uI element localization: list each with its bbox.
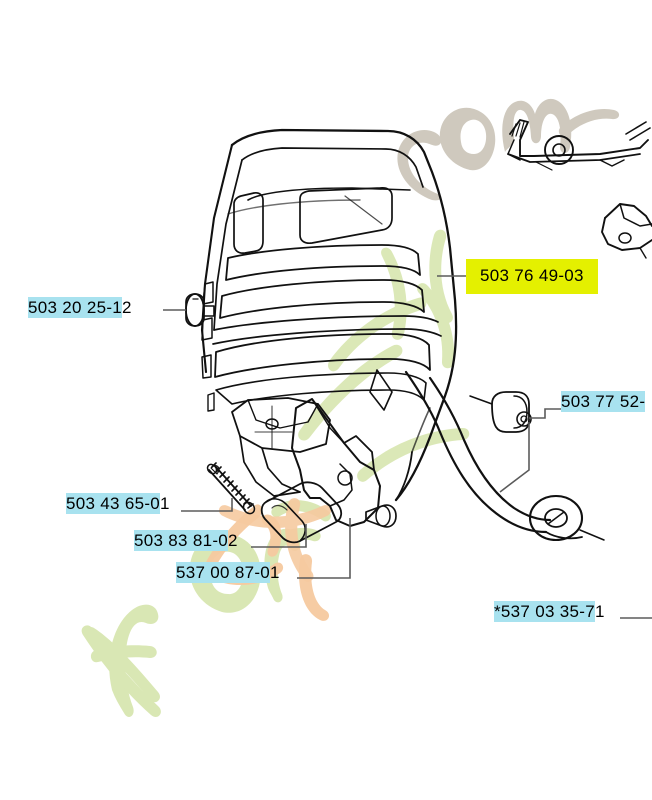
leader-503-77-52 — [529, 408, 561, 419]
part-number-503-76-49-03: 503 76 49-03 — [480, 266, 584, 285]
pin-sleeve-part — [260, 481, 343, 544]
part-label-503-77-52[interactable]: 503 77 52- — [561, 391, 646, 412]
part-number-537-03-35-71: *537 03 35-7 — [494, 601, 595, 622]
part-number-537-00-87-01: 537 00 87-0 — [176, 562, 271, 583]
leader-503-43-65-01 — [181, 498, 233, 512]
leaf-spring-part — [507, 119, 651, 171]
leader-bushing-to-arm — [499, 422, 530, 493]
part-label-537-03-35-71[interactable]: *537 03 35-71 — [494, 601, 605, 622]
leader-537-00-87-01 — [297, 518, 351, 579]
part-number-tail-537-00-87-01: 1 — [270, 563, 280, 582]
part-label-503-83-81-02[interactable]: 503 83 81-02 — [134, 530, 238, 551]
latch-bracket-part — [601, 203, 652, 259]
part-label-503-76-49-03[interactable]: 503 76 49-03 — [466, 259, 598, 294]
part-number-503-43-65-01: 503 43 65-0 — [66, 493, 161, 514]
part-number-tail-503-43-65-01: 1 — [160, 494, 170, 513]
part-number-tail-503-20-25-12: 2 — [122, 298, 132, 317]
watermark-com-text — [397, 98, 620, 201]
bushing-part — [469, 391, 532, 433]
leader-503-83-81-02 — [251, 524, 307, 548]
part-number-503-77-52: 503 77 52- — [561, 391, 646, 412]
part-label-503-20-25-12[interactable]: 503 20 25-12 — [28, 297, 132, 318]
part-label-537-00-87-01[interactable]: 537 00 87-01 — [176, 562, 280, 583]
part-number-503-83-81-02: 503 83 81-0 — [134, 530, 229, 551]
brake-arm — [369, 369, 605, 542]
part-number-tail-503-83-81-02: 2 — [228, 531, 238, 550]
part-label-503-43-65-01[interactable]: 503 43 65-01 — [66, 493, 170, 514]
part-number-503-20-25-12: 503 20 25-1 — [28, 297, 123, 318]
mounting-bracket — [231, 397, 331, 497]
hand-guard-body — [200, 128, 458, 502]
part-number-tail-537-03-35-71: 1 — [594, 602, 605, 621]
spring-part — [206, 462, 256, 515]
